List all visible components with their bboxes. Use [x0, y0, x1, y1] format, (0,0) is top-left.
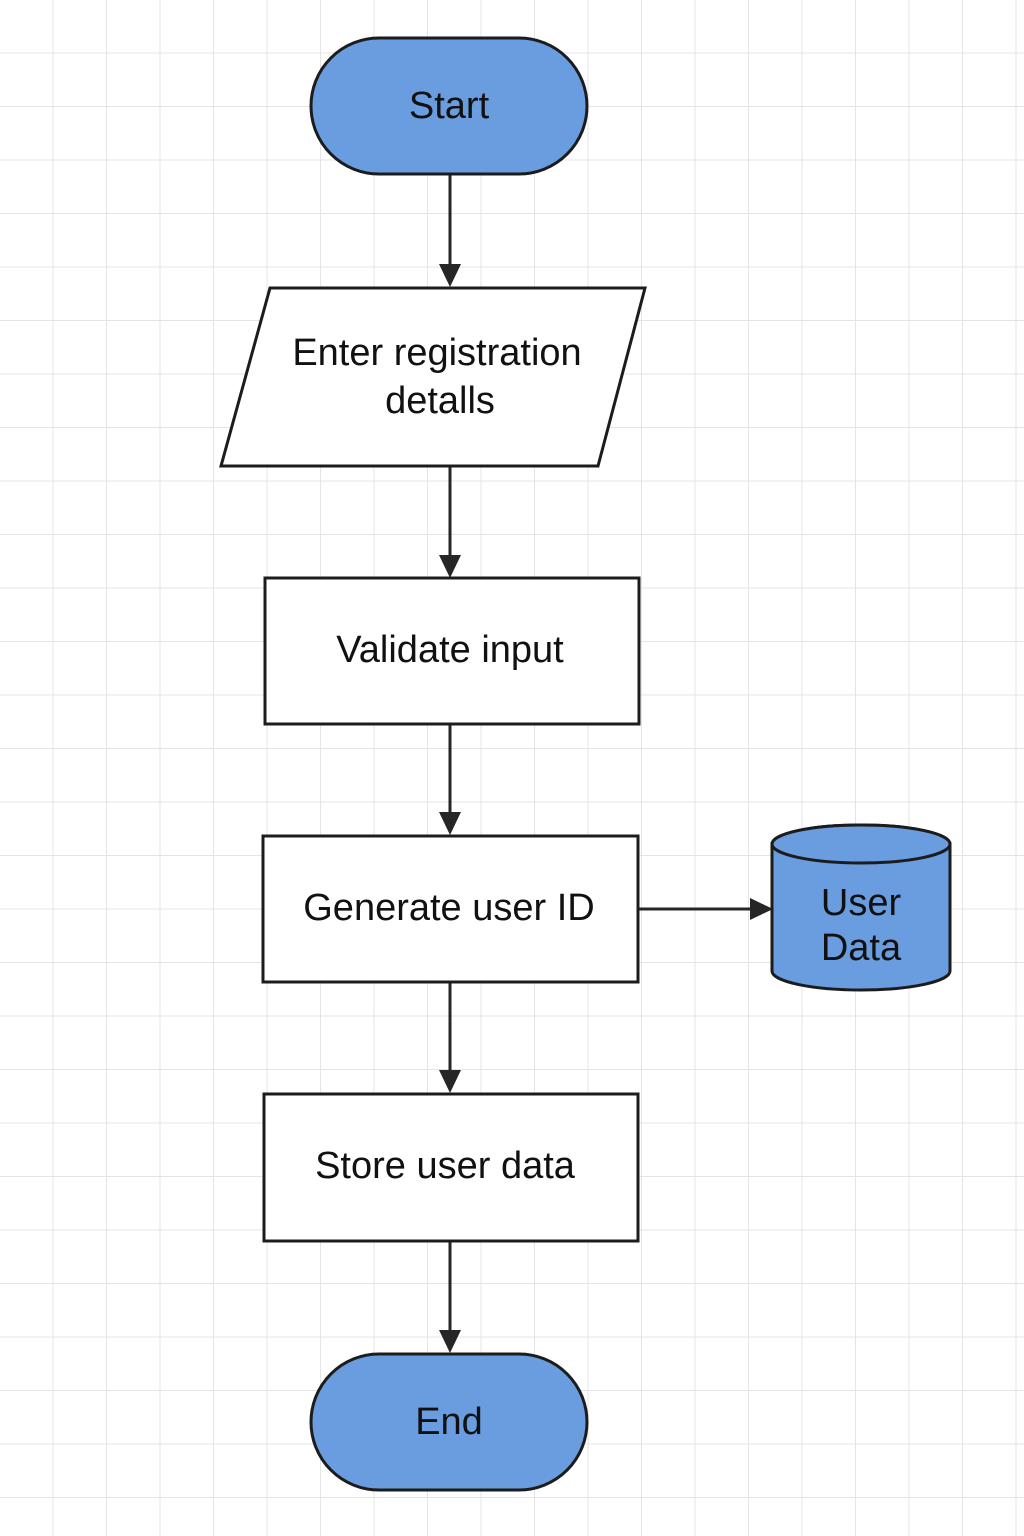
enter-details-label-line1: Enter registration	[292, 332, 581, 374]
store-label: Store user data	[315, 1145, 576, 1187]
enter-details-node[interactable]: Enter registration detalls	[219, 286, 647, 468]
validate-process-shape	[263, 576, 641, 726]
user-data-label-line2: Data	[821, 927, 902, 969]
start-terminal-shape	[309, 36, 589, 176]
end-node[interactable]: End	[309, 1352, 589, 1492]
validate-node[interactable]: Validate input	[263, 576, 641, 726]
store-node[interactable]: Store user data	[262, 1092, 640, 1243]
connectors	[439, 174, 773, 1353]
edge-enter-details-to-validate	[439, 466, 461, 578]
generate-id-process-shape	[261, 834, 640, 984]
generate-id-label: Generate user ID	[303, 887, 594, 929]
start-node[interactable]: Start	[309, 36, 589, 176]
database-cylinder-top	[770, 823, 952, 865]
edge-generate-id-to-user-data	[638, 898, 773, 920]
input-parallelogram-shape	[219, 286, 647, 468]
edge-generate-id-to-store	[439, 982, 461, 1093]
user-data-label-line1: User	[821, 882, 902, 924]
enter-details-label-line2: detalls	[385, 380, 495, 422]
edge-start-to-enter-details	[439, 174, 461, 287]
end-terminal-shape	[309, 1352, 589, 1492]
edge-validate-to-generate-id	[439, 724, 461, 835]
validate-label: Validate input	[336, 629, 564, 671]
edge-store-to-end	[439, 1241, 461, 1353]
user-data-store-node[interactable]: User Data	[770, 823, 952, 992]
end-label: End	[415, 1401, 483, 1443]
start-label: Start	[409, 85, 490, 127]
store-process-shape	[262, 1092, 640, 1243]
generate-id-node[interactable]: Generate user ID	[261, 834, 640, 984]
